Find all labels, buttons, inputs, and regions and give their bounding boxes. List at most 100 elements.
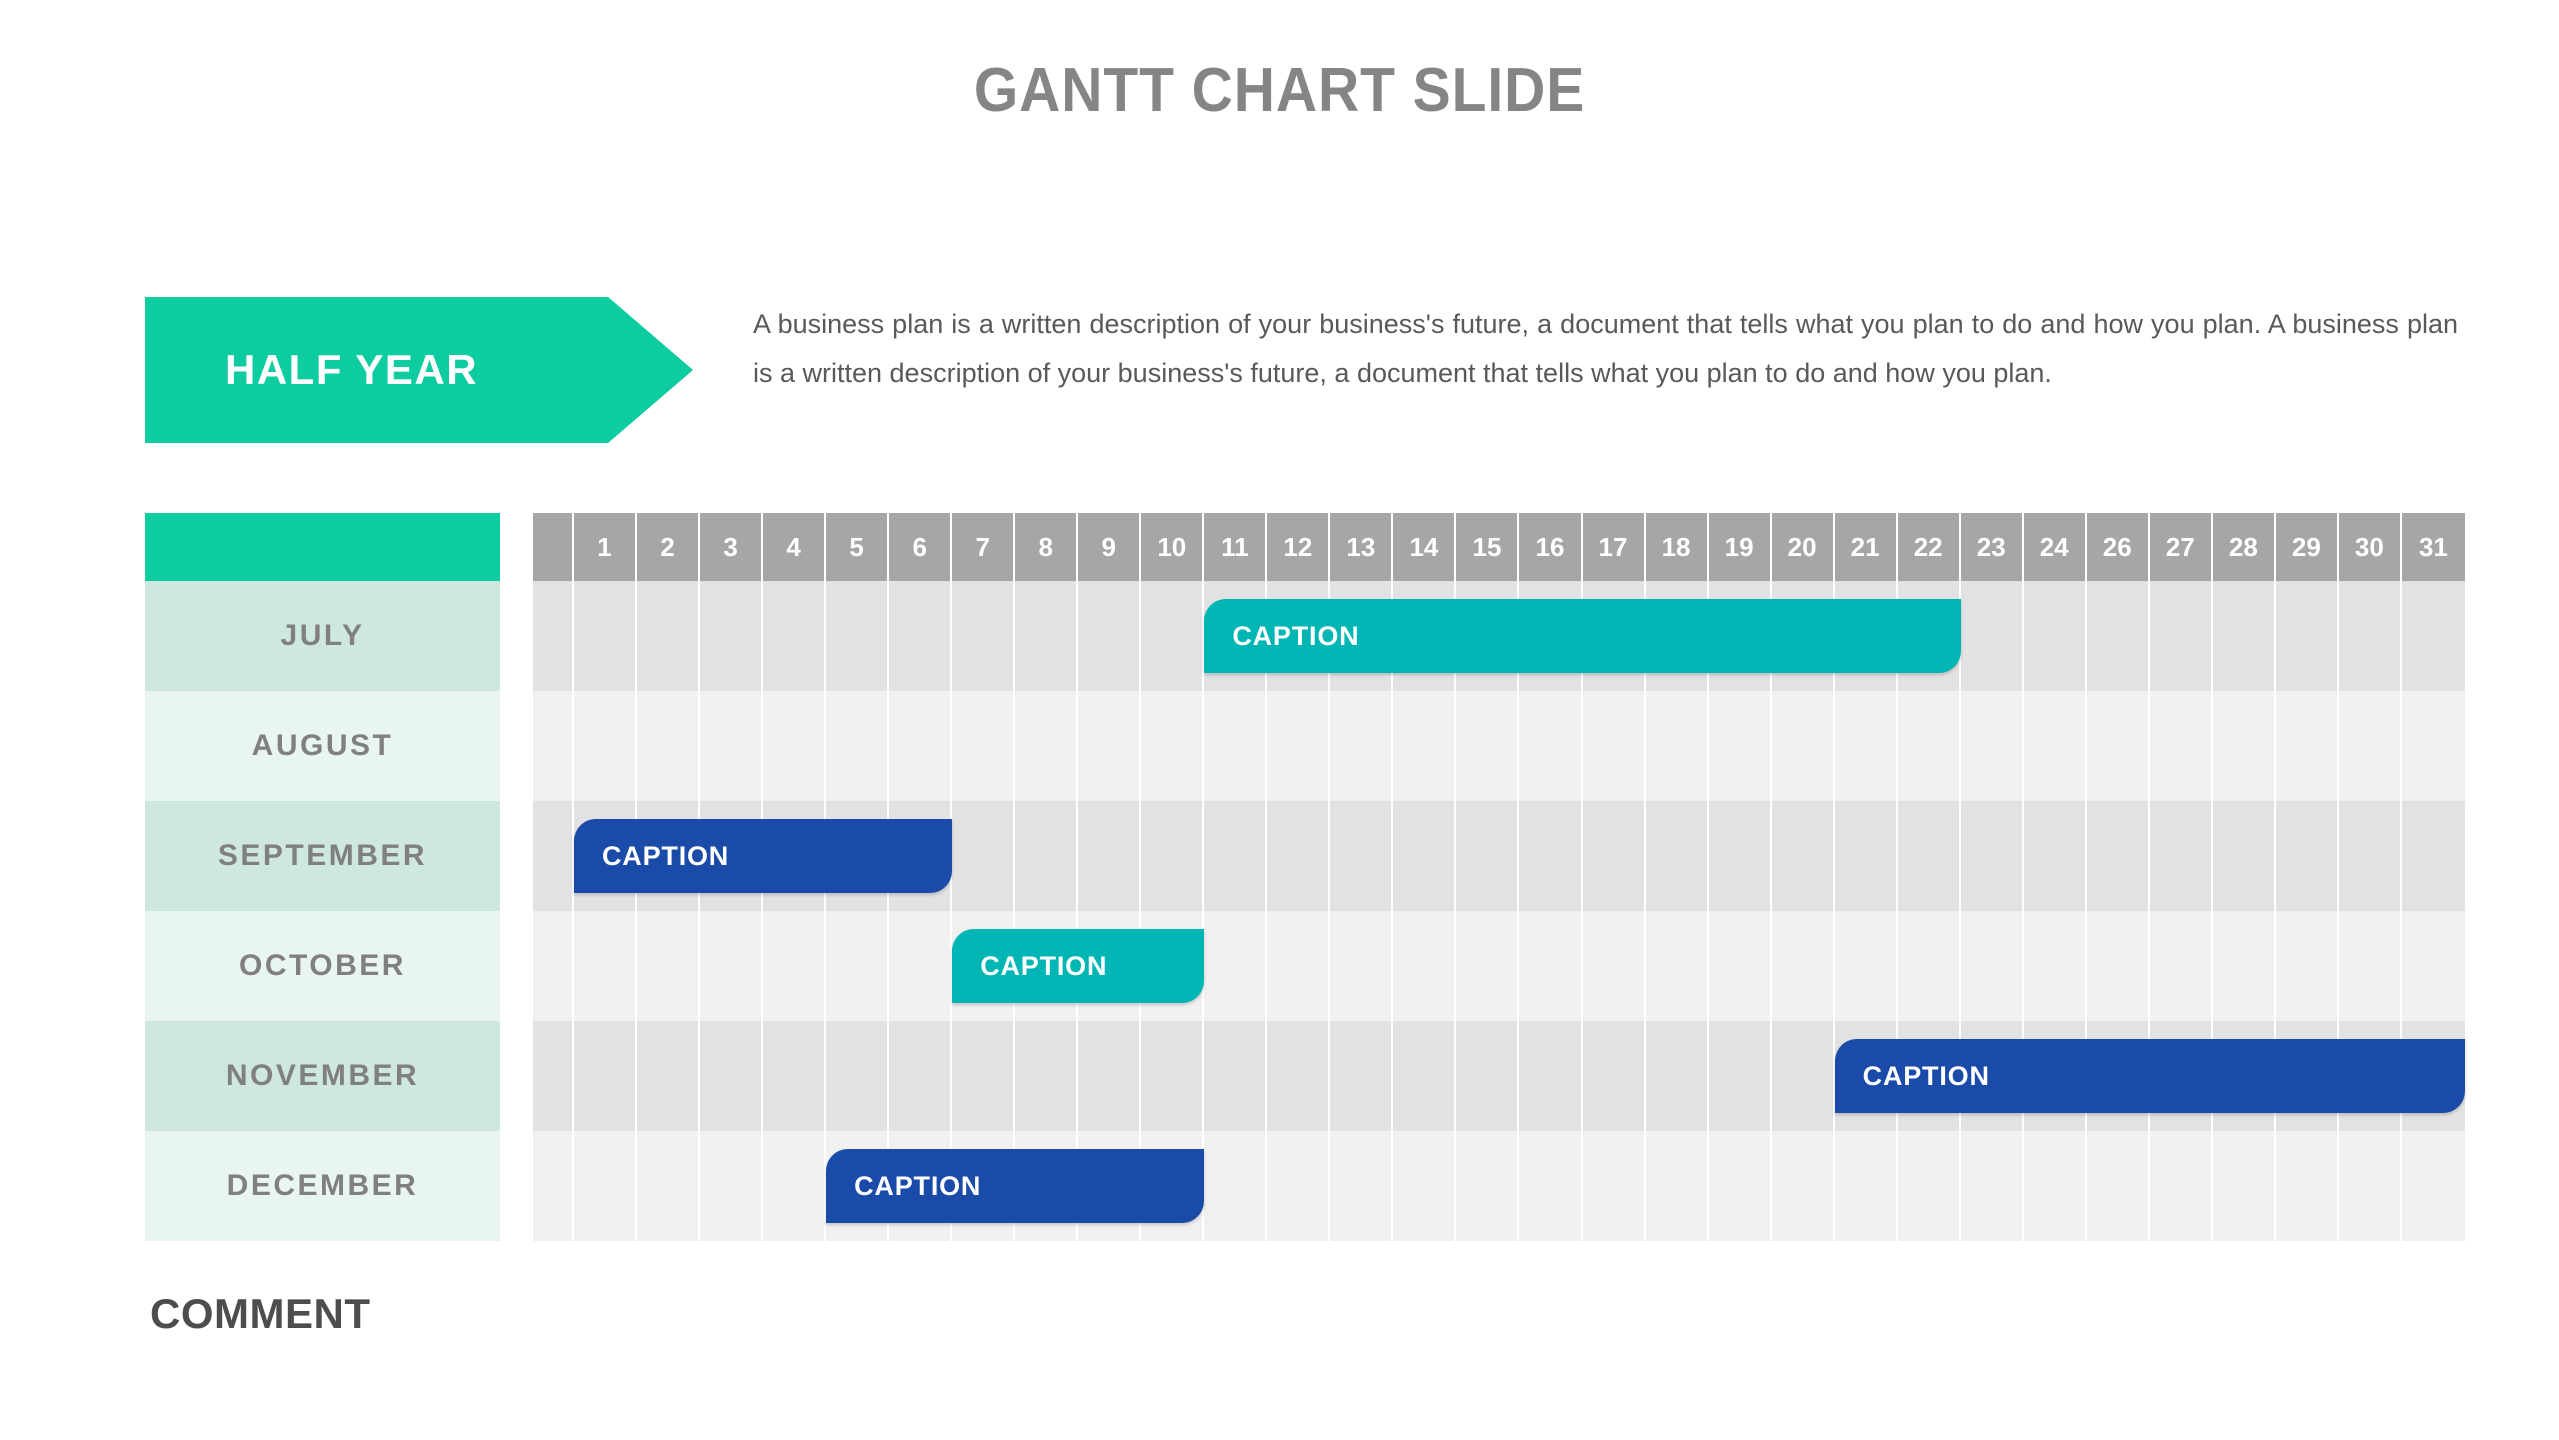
grid-lead-cell: [533, 1131, 574, 1241]
day-header-cell: 21: [1835, 513, 1898, 581]
grid-cell: [1961, 801, 2024, 911]
grid-cell: [574, 1131, 638, 1241]
grid-cell: [2276, 691, 2339, 801]
grid-cell: [1330, 911, 1394, 1021]
grid-cell: [1393, 691, 1457, 801]
grid-cell: [1519, 801, 1583, 911]
grid-cell: [574, 911, 638, 1021]
gantt-row-december: [533, 1131, 2465, 1241]
grid-cell: [1078, 1021, 1142, 1131]
day-header-cell: 24: [2024, 513, 2087, 581]
grid-cell: [952, 1021, 1016, 1131]
grid-cell: [574, 691, 638, 801]
day-header-cell: 18: [1646, 513, 1709, 581]
month-row-august: AUGUST: [145, 691, 500, 801]
grid-cell: [2087, 801, 2150, 911]
grid-cell: [1330, 691, 1394, 801]
grid-cell: [1393, 801, 1457, 911]
grid-cell: [1709, 801, 1772, 911]
grid-lead-cell: [533, 1021, 574, 1131]
grid-cell: [763, 1131, 827, 1241]
gantt-bar-july[interactable]: CAPTION: [1204, 599, 1961, 673]
half-year-label: HALF YEAR: [225, 346, 479, 393]
grid-cell: [1456, 911, 1520, 1021]
grid-cell: [1015, 1021, 1079, 1131]
grid-cell: [826, 581, 890, 691]
grid-cell: [1583, 1131, 1646, 1241]
grid-cell: [1835, 911, 1898, 1021]
grid-cell: [2024, 1131, 2087, 1241]
day-header-cell: 23: [1961, 513, 2024, 581]
day-header-cell: 16: [1519, 513, 1583, 581]
day-header-cell: 1: [574, 513, 638, 581]
grid-cell: [637, 691, 701, 801]
grid-cell: [2150, 801, 2213, 911]
grid-cell: [574, 581, 638, 691]
grid-cell: [2213, 801, 2276, 911]
grid-cell: [889, 581, 953, 691]
half-year-banner: HALF YEAR: [145, 297, 693, 443]
gantt-bar-october[interactable]: CAPTION: [952, 929, 1205, 1003]
grid-cell: [2213, 1131, 2276, 1241]
grid-cell: [2339, 691, 2402, 801]
grid-cell: [1204, 911, 1268, 1021]
day-header-cell: 14: [1393, 513, 1457, 581]
month-label: DECEMBER: [226, 1169, 419, 1202]
gantt-bar-label: CAPTION: [980, 950, 1108, 981]
day-header-cell: 4: [763, 513, 827, 581]
grid-cell: [1204, 691, 1268, 801]
month-label: SEPTEMBER: [217, 839, 428, 872]
grid-cell: [1204, 1131, 1268, 1241]
grid-cell: [1583, 801, 1646, 911]
day-header-cell: 9: [1078, 513, 1142, 581]
grid-cell: [637, 581, 701, 691]
grid-cell: [700, 691, 764, 801]
grid-cell: [1583, 911, 1646, 1021]
grid-cell: [1141, 1021, 1205, 1131]
grid-cell: [2402, 581, 2465, 691]
month-row-october: OCTOBER: [145, 911, 500, 1021]
grid-cell: [2402, 801, 2465, 911]
grid-cell: [1898, 1131, 1961, 1241]
grid-cell: [1709, 1131, 1772, 1241]
day-header-cell: 13: [1330, 513, 1394, 581]
grid-cell: [2339, 581, 2402, 691]
grid-cell: [2339, 911, 2402, 1021]
grid-cell: [700, 1021, 764, 1131]
grid-cell: [1961, 911, 2024, 1021]
month-label: JULY: [280, 619, 365, 652]
grid-cell: [1898, 691, 1961, 801]
page-title: GANTT CHART SLIDE: [973, 56, 1586, 125]
month-label: AUGUST: [251, 729, 394, 762]
grid-cell: [574, 1021, 638, 1131]
grid-cell: [1141, 801, 1205, 911]
grid-cell: [1709, 691, 1772, 801]
day-header-cell: 19: [1709, 513, 1772, 581]
grid-cell: [1015, 581, 1079, 691]
gantt-bar-december[interactable]: CAPTION: [826, 1149, 1205, 1223]
grid-cell: [952, 581, 1016, 691]
grid-cell: [2024, 691, 2087, 801]
grid-cell: [1772, 911, 1835, 1021]
month-row-november: NOVEMBER: [145, 1021, 500, 1131]
grid-lead-cell: [533, 581, 574, 691]
gantt-bar-november[interactable]: CAPTION: [1834, 1039, 2465, 1113]
gantt-bar-september[interactable]: CAPTION: [574, 819, 953, 893]
grid-cell: [2213, 691, 2276, 801]
grid-cell: [1330, 1021, 1394, 1131]
day-header-cell: 22: [1898, 513, 1961, 581]
day-header-cell: 31: [2418, 531, 2448, 562]
grid-cell: [889, 1021, 953, 1131]
grid-cell: [1456, 801, 1520, 911]
grid-cell: [1204, 1021, 1268, 1131]
day-header-cell: 29: [2276, 513, 2339, 581]
grid-cell: [1961, 691, 2024, 801]
gantt-bar-label: CAPTION: [854, 1170, 982, 1201]
grid-cell: [1835, 801, 1898, 911]
grid-cell: [2087, 1131, 2150, 1241]
grid-cell: [1772, 1021, 1835, 1131]
grid-cell: [763, 581, 827, 691]
grid-cell: [1583, 691, 1646, 801]
grid-cell: [763, 911, 827, 1021]
